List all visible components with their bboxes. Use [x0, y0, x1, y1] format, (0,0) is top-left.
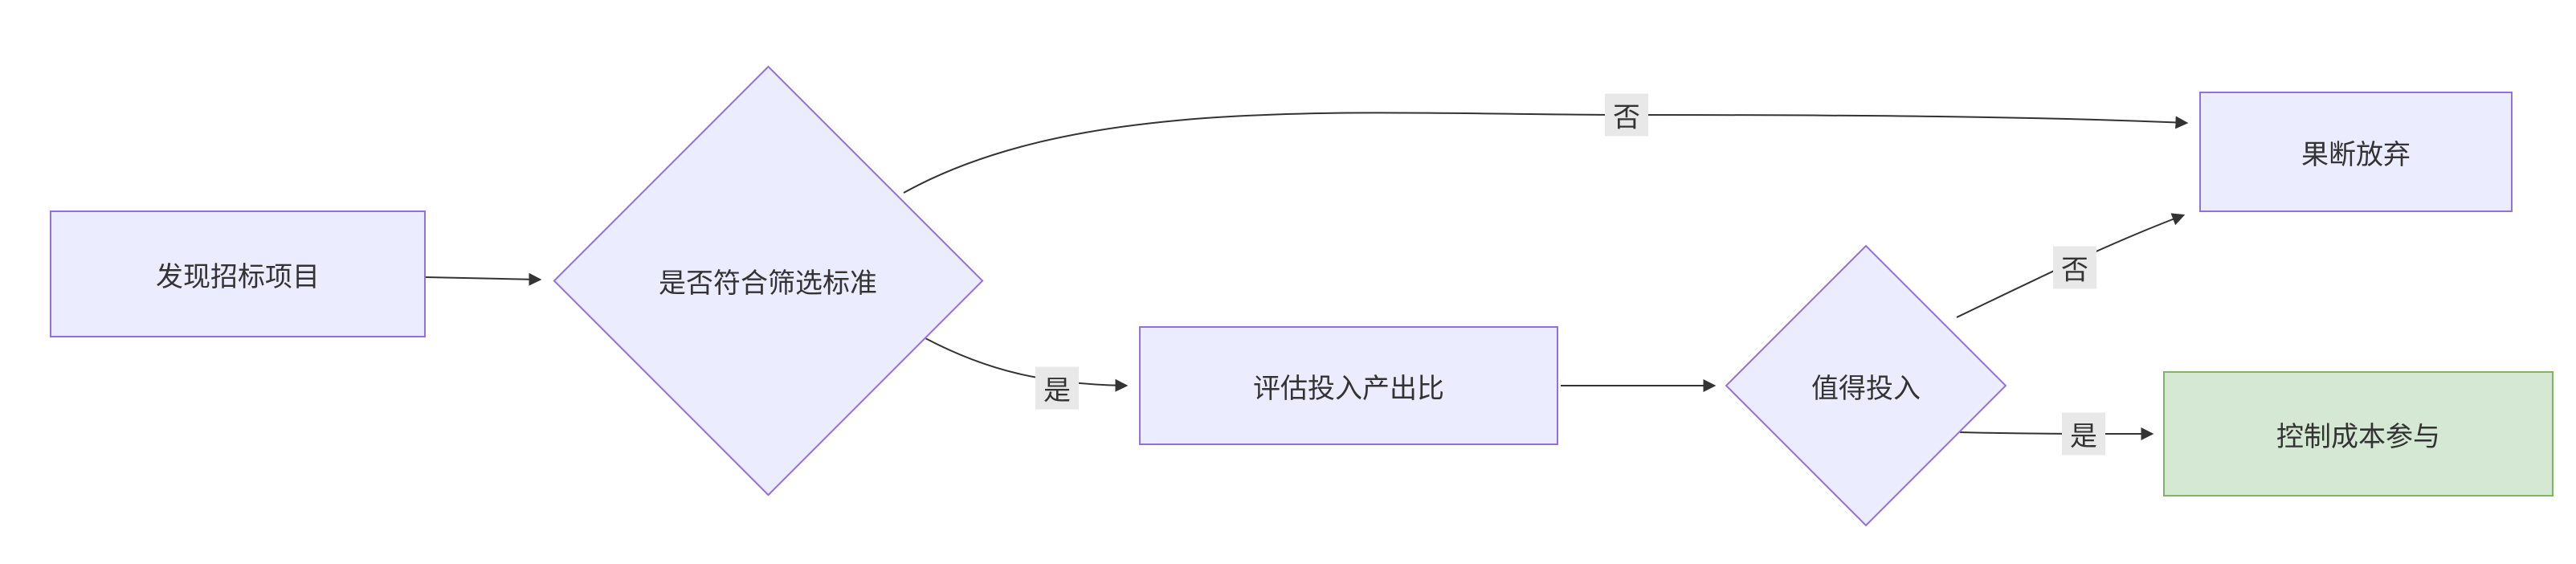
node-worth-decision-label: 值得投入 [1811, 373, 1921, 404]
node-criteria-decision-label: 是否符合筛选标准 [659, 268, 877, 299]
node-worth-decision: 值得投入 [1725, 244, 2007, 527]
node-participate-cost-control-label: 控制成本参与 [2276, 421, 2440, 452]
node-participate-cost-control: 控制成本参与 [2163, 371, 2554, 497]
node-criteria-decision: 是否符合筛选标准 [553, 65, 983, 496]
node-abandon-label: 果断放弃 [2301, 139, 2411, 170]
edge-criteria-yes-to-evaluate [925, 337, 1129, 392]
edge-discover-to-criteria [425, 272, 542, 286]
node-discover-project: 发现招标项目 [50, 210, 426, 337]
edge-label-worth-yes: 是 [2062, 412, 2105, 456]
edge-label-worth-no: 否 [2053, 246, 2096, 289]
node-evaluate-roi-label: 评估投入产出比 [1253, 373, 1444, 404]
node-discover-project-label: 发现招标项目 [156, 261, 320, 292]
edge-label-criteria-yes: 是 [1035, 366, 1079, 410]
edge-worth-yes-to-participate [1959, 427, 2154, 440]
edge-label-criteria-no: 否 [1605, 93, 1648, 137]
node-evaluate-roi: 评估投入产出比 [1139, 326, 1558, 445]
edge-criteria-no-to-abandon [903, 112, 2189, 194]
node-abandon: 果断放弃 [2199, 92, 2513, 212]
